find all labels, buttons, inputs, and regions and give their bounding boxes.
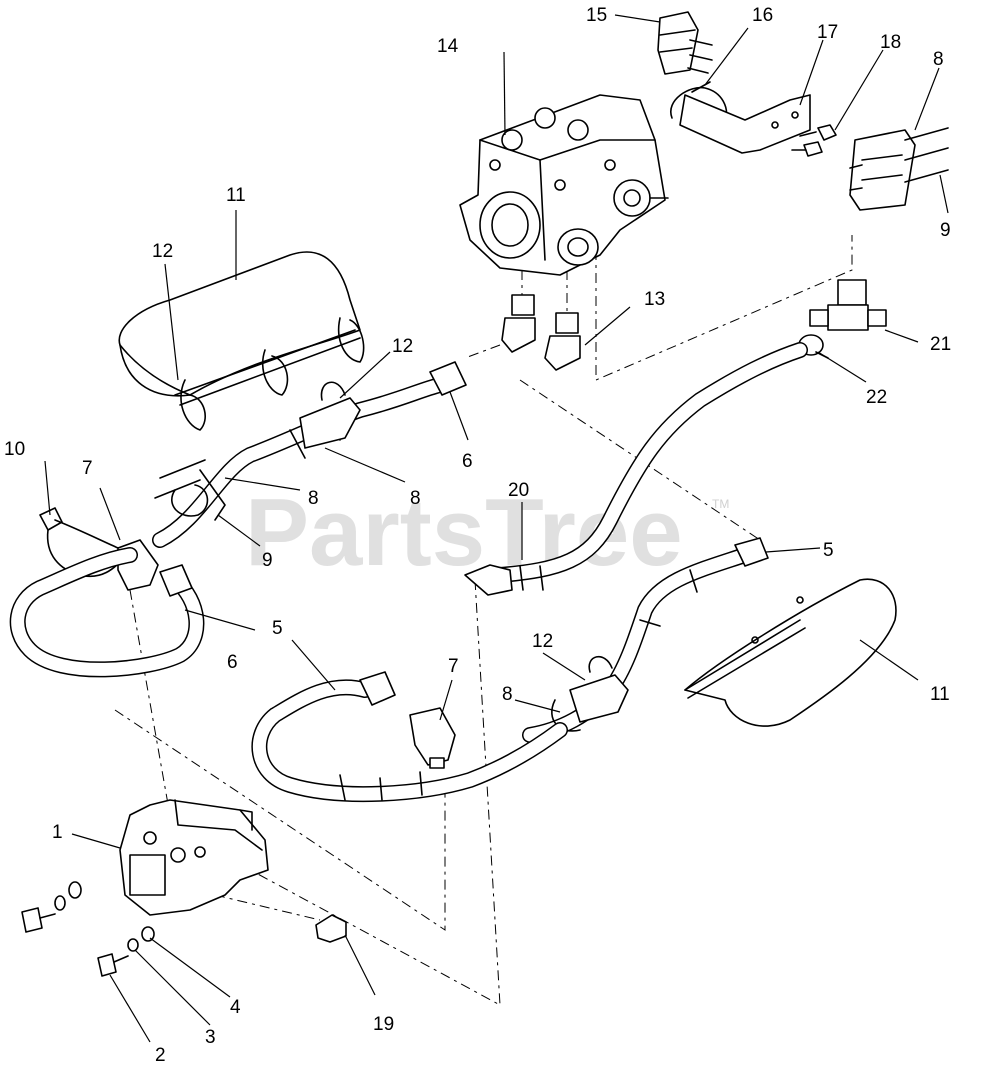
callout-8-lower: 8 bbox=[502, 684, 513, 705]
callout-2: 2 bbox=[155, 1045, 166, 1066]
callout-7-lower: 7 bbox=[448, 656, 459, 677]
callout-6-lower: 6 bbox=[227, 652, 238, 673]
leader-lines bbox=[44, 14, 949, 1043]
callout-11-lower: 11 bbox=[930, 684, 950, 705]
callout-18: 18 bbox=[880, 32, 901, 53]
fitting-19[interactable] bbox=[315, 914, 347, 943]
watermark-tm: TM bbox=[712, 497, 729, 511]
callout-numbers: 1 2 3 4 5 5 6 6 7 7 8 8 8 8 9 9 10 11 11… bbox=[4, 5, 951, 1066]
hose-5-right[interactable] bbox=[522, 537, 769, 743]
callout-21: 21 bbox=[930, 334, 951, 355]
elbow-7-left[interactable] bbox=[117, 539, 159, 591]
wheel-motor[interactable] bbox=[119, 799, 269, 916]
callout-5-right: 5 bbox=[823, 540, 834, 561]
callout-12-center: 12 bbox=[392, 336, 413, 357]
callout-22: 22 bbox=[866, 387, 887, 408]
hydrostatic-pump[interactable] bbox=[459, 94, 669, 276]
tee-fitting-21[interactable] bbox=[809, 279, 887, 331]
callout-4: 4 bbox=[230, 997, 241, 1018]
callout-17: 17 bbox=[817, 22, 838, 43]
callout-10: 10 bbox=[4, 439, 25, 460]
clamps-center[interactable] bbox=[154, 381, 361, 521]
callout-12-lower: 12 bbox=[532, 631, 553, 652]
hose-clamps-15[interactable] bbox=[657, 11, 713, 75]
callout-1: 1 bbox=[52, 822, 63, 843]
callout-8-upper: 8 bbox=[933, 49, 944, 70]
callout-5-left: 5 bbox=[272, 618, 283, 639]
callout-13: 13 bbox=[644, 289, 665, 310]
hose-20[interactable] bbox=[464, 342, 808, 596]
hose-6-upper[interactable] bbox=[152, 361, 467, 548]
heat-shield-lower[interactable] bbox=[684, 578, 897, 727]
hose-6-lower[interactable] bbox=[9, 547, 205, 678]
callout-6-upper: 6 bbox=[462, 451, 473, 472]
callout-16: 16 bbox=[752, 5, 773, 26]
callout-14: 14 bbox=[437, 36, 459, 57]
callout-9-upper: 9 bbox=[940, 220, 951, 241]
callout-11-upper: 11 bbox=[226, 185, 246, 206]
callout-8-center-left: 8 bbox=[308, 488, 319, 509]
callout-15: 15 bbox=[586, 5, 607, 26]
callout-20: 20 bbox=[508, 480, 529, 501]
mounting-hardware[interactable] bbox=[21, 881, 155, 977]
bolts-18[interactable] bbox=[791, 124, 837, 157]
callout-8-center-right: 8 bbox=[410, 488, 421, 509]
pump-elbow-fittings[interactable] bbox=[501, 294, 581, 371]
callout-7-left: 7 bbox=[82, 458, 93, 479]
heat-shield-upper[interactable] bbox=[118, 251, 365, 431]
cable-tie-set-upper[interactable] bbox=[849, 127, 949, 211]
callout-19: 19 bbox=[373, 1014, 394, 1035]
elbow-7-lower[interactable] bbox=[409, 707, 456, 769]
callout-9-center: 9 bbox=[262, 550, 273, 571]
callout-12-upper: 12 bbox=[152, 241, 173, 262]
bracket-17[interactable] bbox=[679, 94, 811, 154]
callout-3: 3 bbox=[205, 1027, 216, 1048]
hose-5-left[interactable] bbox=[251, 671, 568, 803]
